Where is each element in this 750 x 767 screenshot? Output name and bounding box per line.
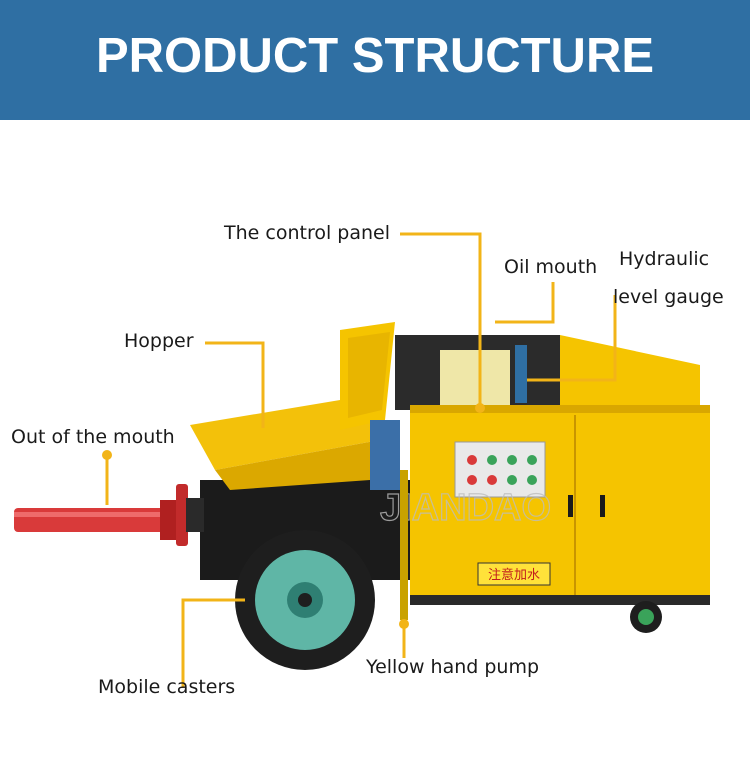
watermark: JIANDAO [380,487,551,529]
hydraulic-cylinder [370,420,400,490]
outlet-pipe [14,484,204,546]
label-out-of-mouth: Out of the mouth [11,426,175,448]
label-hydraulic: Hydraulic [619,248,710,270]
notice-plate [477,562,551,586]
leader-lines [105,232,617,688]
label-hopper: Hopper [124,330,194,352]
header-banner: PRODUCT STRUCTURE [0,0,750,120]
label-oil-mouth: Oil mouth [504,256,598,278]
control-panel [454,441,546,498]
hopper [190,322,395,490]
leader-dots [102,403,485,629]
wheel [235,530,375,670]
hand-pump [400,470,408,620]
label-control-panel: The control panel [224,222,390,244]
page-title: PRODUCT STRUCTURE [95,29,655,83]
machine-body [395,335,710,605]
label-mobile-casters: Mobile casters [98,676,236,698]
label-level-gauge: level gauge [613,286,724,308]
label-hand-pump: Yellow hand pump [366,656,540,678]
level-gauge [515,345,527,403]
notice-plate-text: 注意加水 [488,567,540,583]
rear-caster [630,595,662,633]
